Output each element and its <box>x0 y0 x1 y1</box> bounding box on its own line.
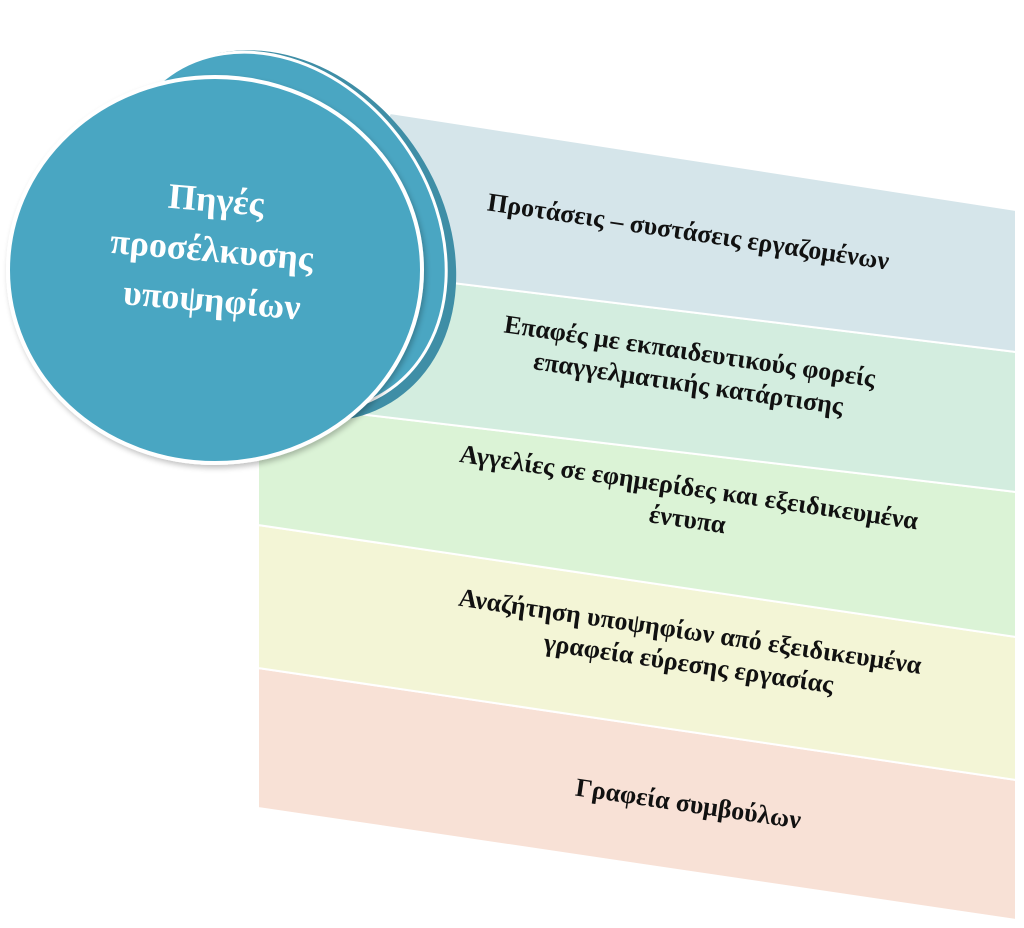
center-circle-group: Πηγές προσέλκυσης υποψηφίων <box>6 50 457 465</box>
center-circle <box>6 75 424 465</box>
center-title-line-1: Πηγές <box>167 176 267 224</box>
